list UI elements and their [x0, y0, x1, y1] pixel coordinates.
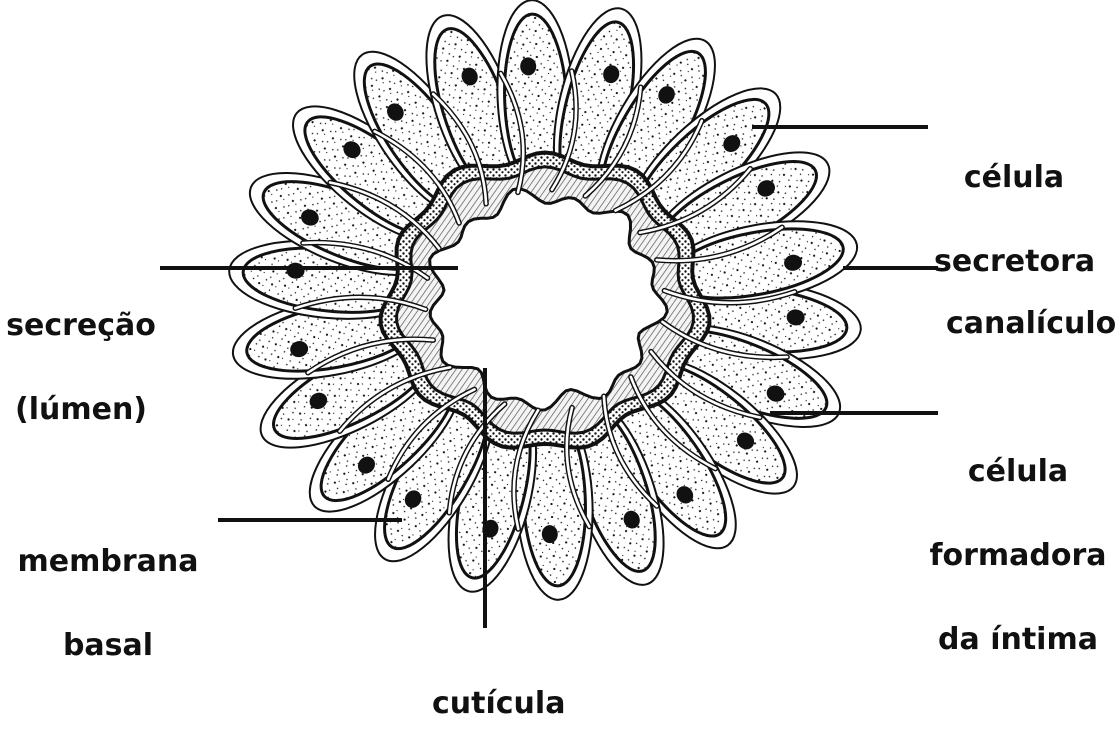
label-cuticle: cutícula	[432, 634, 565, 746]
label-secretion-lumen: secreção (lúmen)	[6, 256, 156, 452]
label-basal-membrane: membrana basal	[8, 492, 208, 688]
label-line: canalículo	[946, 310, 1115, 338]
label-line: basal	[8, 632, 208, 660]
label-line: formadora	[928, 542, 1108, 570]
label-line: secreção	[6, 312, 156, 340]
label-line: célula	[934, 164, 1094, 192]
label-line: (lúmen)	[6, 396, 156, 424]
label-line: membrana	[8, 548, 208, 576]
label-line: cutícula	[432, 690, 565, 718]
label-intima-cell: célula formadora da íntima	[928, 402, 1108, 682]
label-line: célula	[928, 458, 1108, 486]
label-line: da íntima	[928, 626, 1108, 654]
label-canaliculus: canalículo	[946, 254, 1115, 366]
